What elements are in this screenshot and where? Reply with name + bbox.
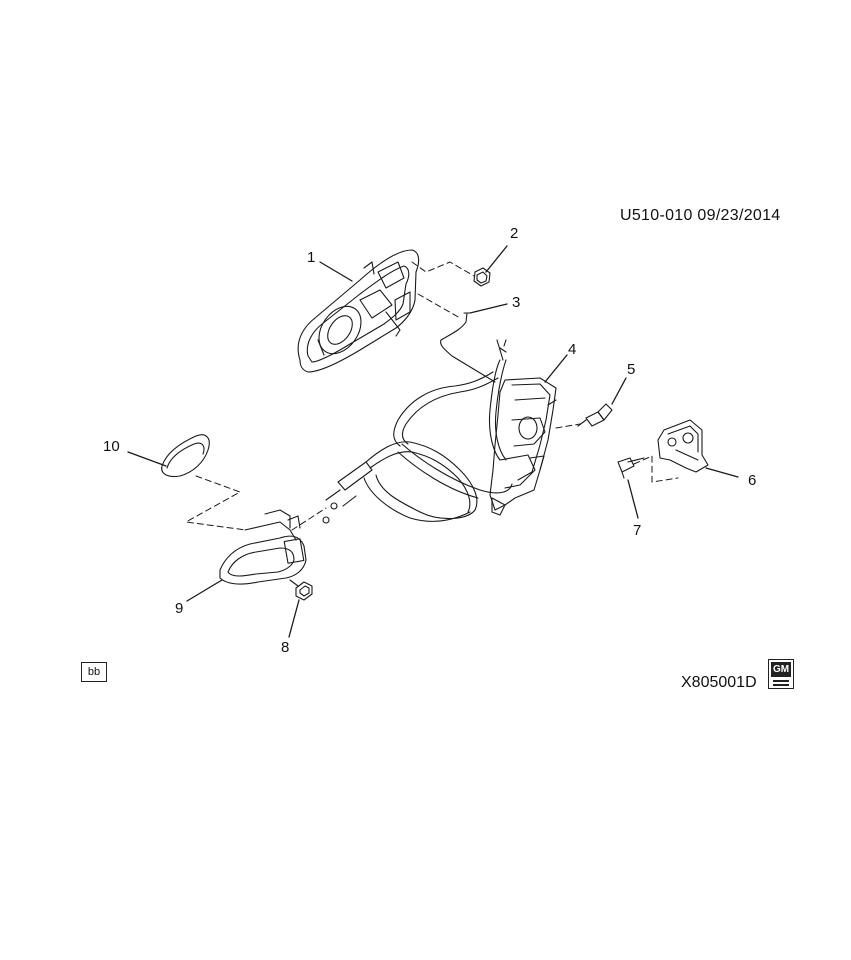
gm-logo-bar — [773, 680, 789, 682]
callout-1: 1 — [307, 249, 315, 266]
door-latch-assembly-part-4 — [489, 377, 557, 516]
callout-8: 8 — [281, 639, 289, 656]
drawing-id: X805001D — [681, 674, 757, 691]
callout-9: 9 — [175, 600, 183, 617]
gm-logo-text: GM — [771, 662, 791, 677]
gm-logo: GM — [768, 659, 794, 689]
nut-part-2 — [473, 267, 491, 287]
assembly-guide-lines — [185, 261, 679, 531]
callout-7: 7 — [633, 522, 641, 539]
inside-handle-bezel-part-1 — [297, 249, 420, 373]
bolt-part-7 — [617, 457, 645, 479]
callout-2: 2 — [510, 225, 518, 242]
striker-part-6 — [657, 419, 709, 473]
cap-part-10 — [161, 434, 210, 478]
callout-6: 6 — [748, 472, 756, 489]
gm-logo-bar — [773, 684, 789, 686]
diagram-header-code: U510-010 09/23/2014 — [620, 207, 781, 224]
callout-4: 4 — [568, 341, 576, 358]
callout-10: 10 — [103, 438, 120, 455]
callout-3: 3 — [512, 294, 520, 311]
bb-badge: bb — [81, 662, 107, 682]
leader-lines — [127, 245, 739, 638]
handle-part-9 — [219, 509, 307, 585]
lock-rod-part-3 — [440, 312, 496, 383]
screw-part-5 — [577, 403, 613, 427]
latch-cables — [322, 339, 513, 524]
bolt-part-8 — [289, 579, 313, 601]
callout-5: 5 — [627, 361, 635, 378]
